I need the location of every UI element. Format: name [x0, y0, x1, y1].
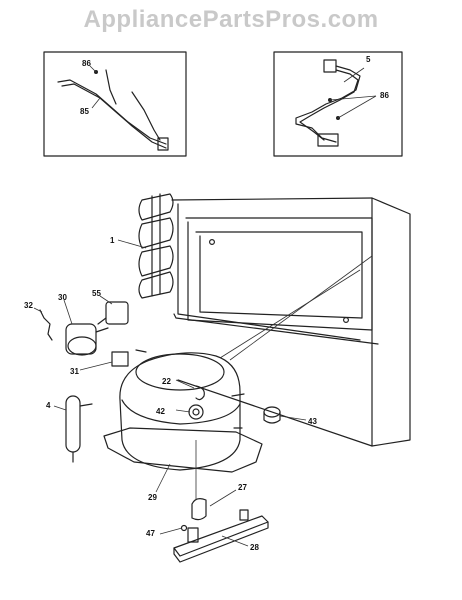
callout-86-right: 86 [380, 91, 389, 100]
cabinet [171, 197, 411, 447]
compressor [103, 349, 263, 493]
inset-right [273, 51, 403, 157]
callout-47: 47 [146, 529, 155, 538]
callout-28: 28 [250, 543, 259, 552]
watermark-text: AppliancePartsPros.com [83, 6, 379, 33]
relay-group [33, 295, 129, 371]
callout-86-left: 86 [82, 59, 91, 68]
callout-55: 55 [92, 289, 101, 298]
callout-85: 85 [80, 107, 89, 116]
callout-4: 4 [46, 401, 51, 410]
inset-left [43, 51, 187, 157]
callout-32: 32 [24, 301, 33, 310]
mounting-hardware [159, 440, 269, 563]
callout-labels: 86 85 5 86 1 32 30 55 31 22 4 42 43 29 2… [24, 55, 389, 552]
callout-42: 42 [156, 407, 165, 416]
callout-1: 1 [110, 236, 115, 245]
callout-29: 29 [148, 493, 157, 502]
callout-5: 5 [366, 55, 371, 64]
callout-27: 27 [238, 483, 247, 492]
grommet [263, 406, 307, 424]
callout-30: 30 [58, 293, 67, 302]
callout-43: 43 [308, 417, 317, 426]
callout-22: 22 [162, 377, 171, 386]
filter-drier [53, 395, 93, 463]
callout-31: 31 [70, 367, 79, 376]
condenser-coil [117, 193, 174, 299]
